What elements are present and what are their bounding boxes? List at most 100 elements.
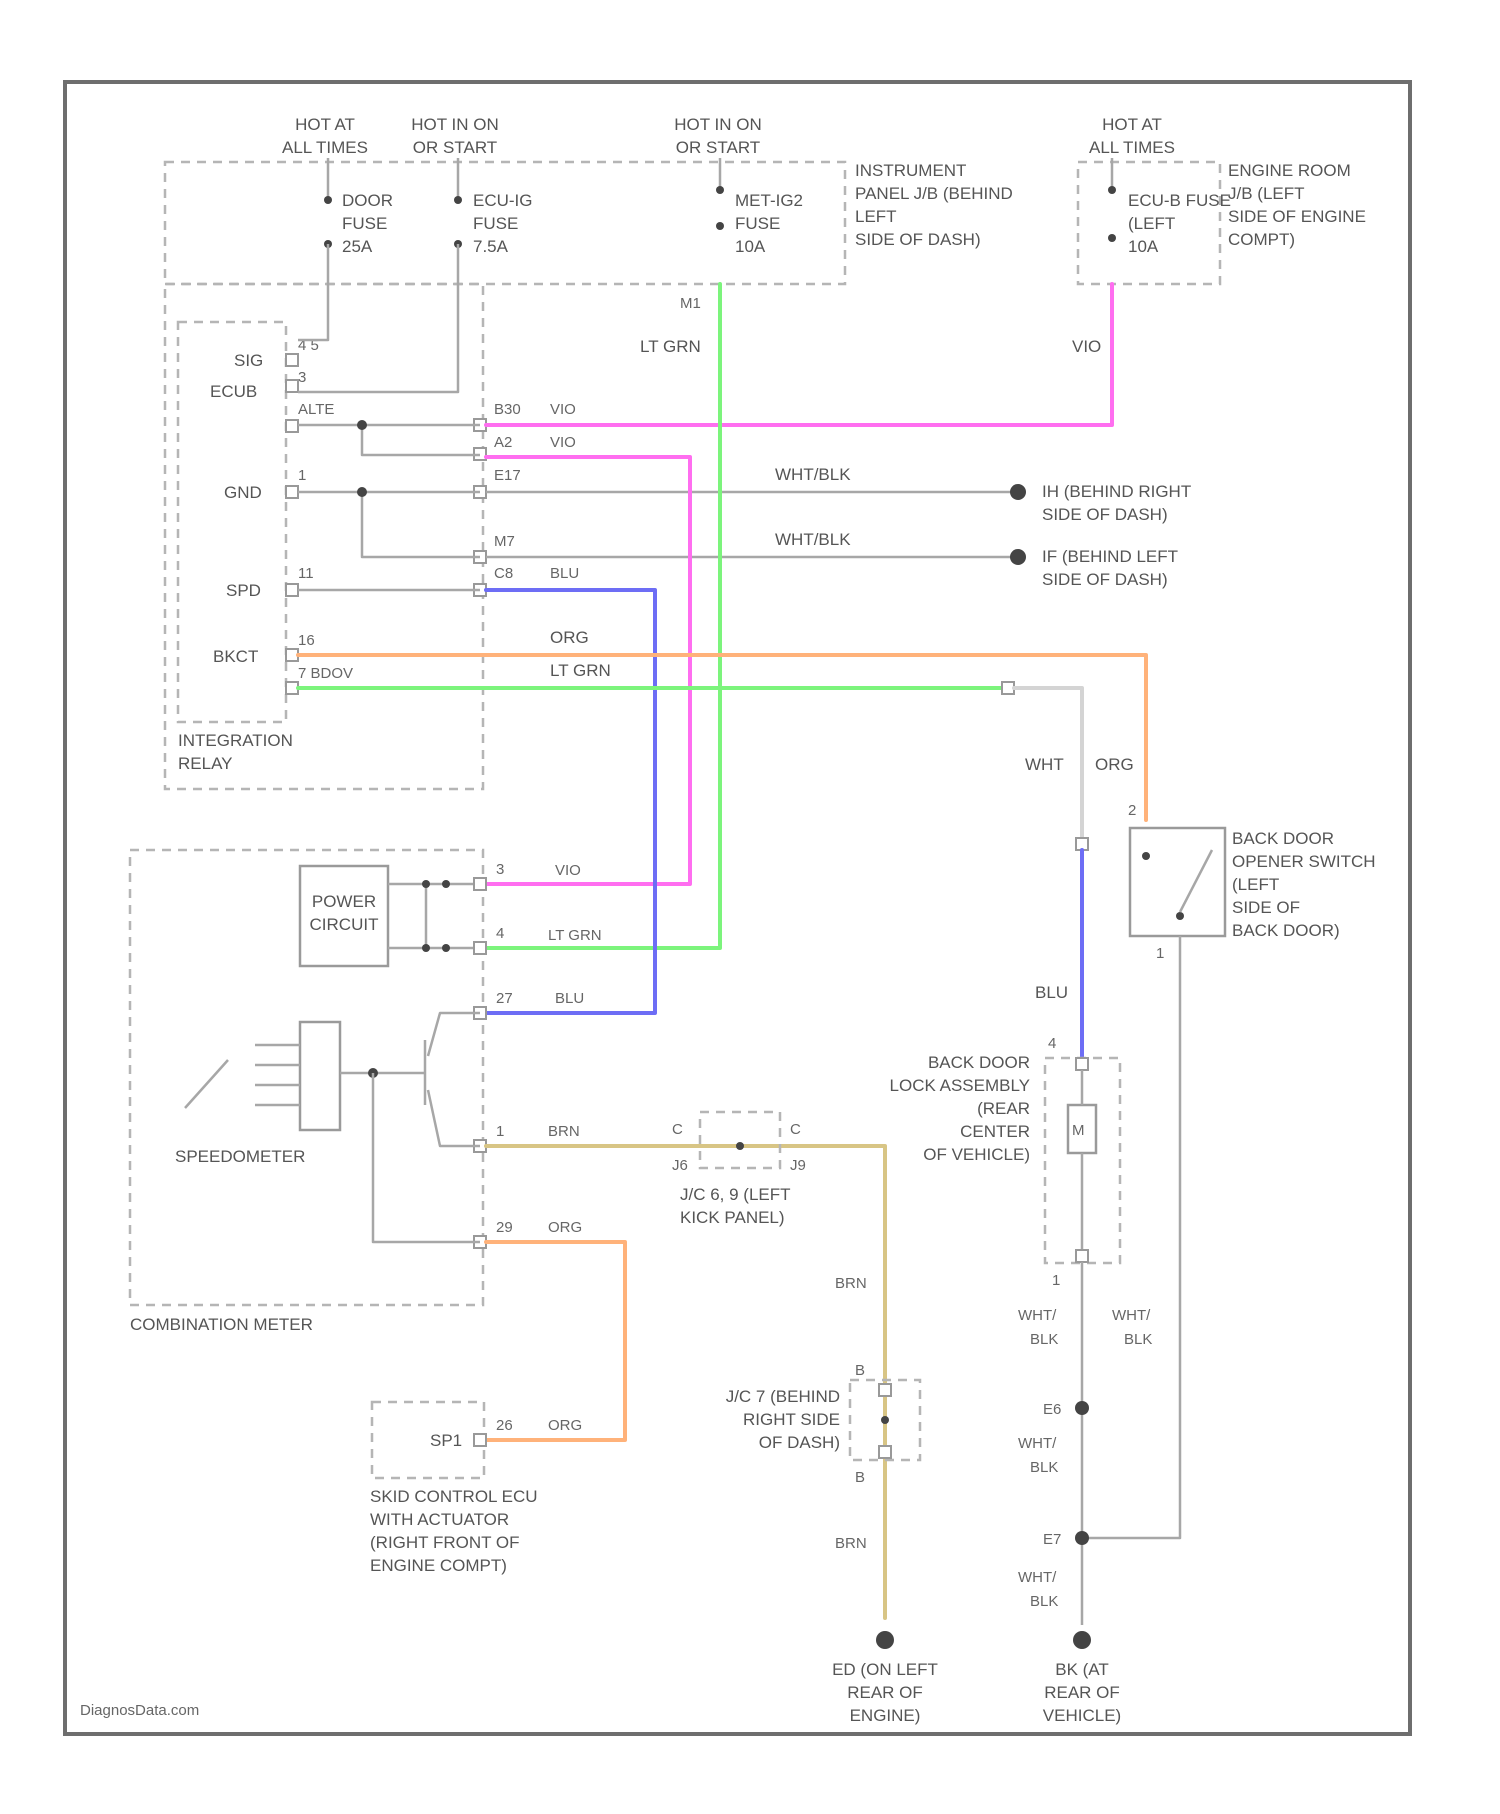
jc6-l1: J/C 6, 9 (LEFT xyxy=(680,1185,791,1204)
power-circuit-wiring xyxy=(388,878,486,1248)
skid-ecu-box xyxy=(372,1402,484,1478)
skid-ecu-l3: (RIGHT FRONT OF xyxy=(370,1533,520,1552)
power-circuit-l1: POWER xyxy=(312,892,376,911)
bds-pin1: 1 xyxy=(1156,945,1164,962)
jc-7-pins xyxy=(879,1384,891,1458)
skid-ecu-pin xyxy=(474,1434,486,1446)
wire-label-lt-grn-1: LT GRN xyxy=(550,661,611,680)
ecu-b-fuse xyxy=(1108,158,1116,242)
ecu-b-fuse-l2: (LEFT xyxy=(1128,214,1175,233)
relay-pin-sig: SIG xyxy=(234,351,263,370)
ground-ih-l2: SIDE OF DASH) xyxy=(1042,505,1168,524)
bds-l1: BACK DOOR xyxy=(1232,829,1334,848)
ip-jb-l2: PANEL J/B (BEHIND xyxy=(855,184,1013,203)
speedometer-symbol xyxy=(185,1013,480,1242)
er-jb-l4: COMPT) xyxy=(1228,230,1295,249)
door-fuse-l2: FUSE xyxy=(342,214,387,233)
wire-wb5-l2: BLK xyxy=(1030,1459,1058,1476)
bdl-pin4: 4 xyxy=(1048,1035,1056,1052)
svg-text:M: M xyxy=(1072,1122,1085,1139)
ground-wires-right xyxy=(486,484,1026,565)
skid-ecu-pin-name: SP1 xyxy=(430,1431,462,1450)
bdl-l3: (REAR xyxy=(977,1099,1030,1118)
bdl-l2: LOCK ASSEMBLY xyxy=(890,1076,1030,1095)
meter-pin-29: 29 xyxy=(496,1219,513,1236)
ground-bk-l3: VEHICLE) xyxy=(1043,1706,1121,1725)
hot-at-all-times-2-line1: HOT AT xyxy=(1102,115,1162,134)
conn-b30: B30 xyxy=(494,401,521,418)
wire-vio-ecub xyxy=(486,284,1112,425)
wire-wb3-l2: BLK xyxy=(1030,1331,1058,1348)
bdl-l1: BACK DOOR xyxy=(928,1053,1030,1072)
jc7-l3: OF DASH) xyxy=(759,1433,840,1452)
back-door-switch-box xyxy=(1130,828,1225,936)
integration-relay-box xyxy=(165,284,483,789)
wire-label-lt-grn-top: LT GRN xyxy=(640,337,701,356)
jc7-pin-b2: B xyxy=(855,1469,865,1486)
wire-label-lt-grn-meter: LT GRN xyxy=(548,927,602,944)
skid-ecu-l2: WITH ACTUATOR xyxy=(370,1510,509,1529)
ip-jb-l3: LEFT xyxy=(855,207,897,226)
jc-6-9-box xyxy=(700,1112,780,1168)
door-fuse-l1: DOOR xyxy=(342,191,393,210)
ground-ed-l3: ENGINE) xyxy=(850,1706,921,1725)
bdl-l4: CENTER xyxy=(960,1122,1030,1141)
lock-ground-wire xyxy=(1073,1262,1091,1649)
meter-pin-4: 4 xyxy=(496,925,504,942)
er-jb-l1: ENGINE ROOM xyxy=(1228,161,1351,180)
conn-m1: M1 xyxy=(680,295,701,312)
meter-pin-27: 27 xyxy=(496,990,513,1007)
meter-pin-3: 3 xyxy=(496,861,504,878)
ecu-ig-fuse-l1: ECU-IG xyxy=(473,191,533,210)
bds-l3: (LEFT xyxy=(1232,875,1279,894)
wire-label-org-1: ORG xyxy=(550,628,589,647)
wire-label-blu-right: BLU xyxy=(1035,983,1068,1002)
met-ig2-fuse-l3: 10A xyxy=(735,237,766,256)
wire-label-vio-2: VIO xyxy=(550,434,576,451)
ground-if-l1: IF (BEHIND LEFT xyxy=(1042,547,1178,566)
conn-e7: E7 xyxy=(1043,1531,1061,1548)
bds-l4: SIDE OF xyxy=(1232,898,1300,917)
wire-label-wht-blk-1: WHT/BLK xyxy=(775,465,851,484)
hot-at-all-times-2-line2: ALL TIMES xyxy=(1089,138,1175,157)
wire-org-skid xyxy=(486,1242,625,1440)
wire-label-org-skid: ORG xyxy=(548,1417,582,1434)
wire-label-vio-meter: VIO xyxy=(555,862,581,879)
wire-label-brn-2: BRN xyxy=(835,1275,867,1292)
door-fuse xyxy=(324,158,332,248)
wire-label-vio-right: VIO xyxy=(1072,337,1101,356)
bds-l5: BACK DOOR) xyxy=(1232,921,1340,940)
bds-pin2: 2 xyxy=(1128,802,1136,819)
wire-label-wht: WHT xyxy=(1025,755,1064,774)
relay-pin-bkct: BKCT xyxy=(213,647,258,666)
skid-ecu-pin-num: 26 xyxy=(496,1417,513,1434)
conn-c8: C8 xyxy=(494,565,513,582)
relay-pnum-7: 7 BDOV xyxy=(298,665,353,682)
conn-m7: M7 xyxy=(494,533,515,550)
ground-ed-l1: ED (ON LEFT xyxy=(832,1660,938,1679)
jc6-pin-c1: C xyxy=(672,1121,683,1138)
skid-ecu-l4: ENGINE COMPT) xyxy=(370,1556,507,1575)
watermark: DiagnosData.com xyxy=(80,1702,199,1719)
relay-pnum-16: 16 xyxy=(298,632,315,649)
relay-name-l1: INTEGRATION xyxy=(178,731,293,750)
hot-at-all-times-1-line1: HOT AT xyxy=(295,115,355,134)
relay-pnum-3: 3 xyxy=(298,369,306,386)
conn-e6: E6 xyxy=(1043,1401,1061,1418)
door-fuse-l3: 25A xyxy=(342,237,373,256)
ground-ed-dot xyxy=(876,1631,894,1649)
back-door-lock-motor: M xyxy=(1068,1058,1096,1262)
speedometer-label: SPEEDOMETER xyxy=(175,1147,305,1166)
power-circuit-l2: CIRCUIT xyxy=(310,915,379,934)
hot-in-on-2-line1: HOT IN ON xyxy=(674,115,762,134)
wire-switch-ground xyxy=(1082,936,1180,1538)
wire-lt-grn-meter xyxy=(486,284,720,948)
jc6-l2: KICK PANEL) xyxy=(680,1208,785,1227)
ip-jb-l1: INSTRUMENT xyxy=(855,161,966,180)
jc7-l2: RIGHT SIDE xyxy=(743,1410,840,1429)
ip-jb-l4: SIDE OF DASH) xyxy=(855,230,981,249)
jc7-l1: J/C 7 (BEHIND xyxy=(726,1387,840,1406)
relay-pins xyxy=(286,354,298,694)
bdl-l5: OF VEHICLE) xyxy=(923,1145,1030,1164)
relay-pnum-11: 11 xyxy=(298,565,314,582)
